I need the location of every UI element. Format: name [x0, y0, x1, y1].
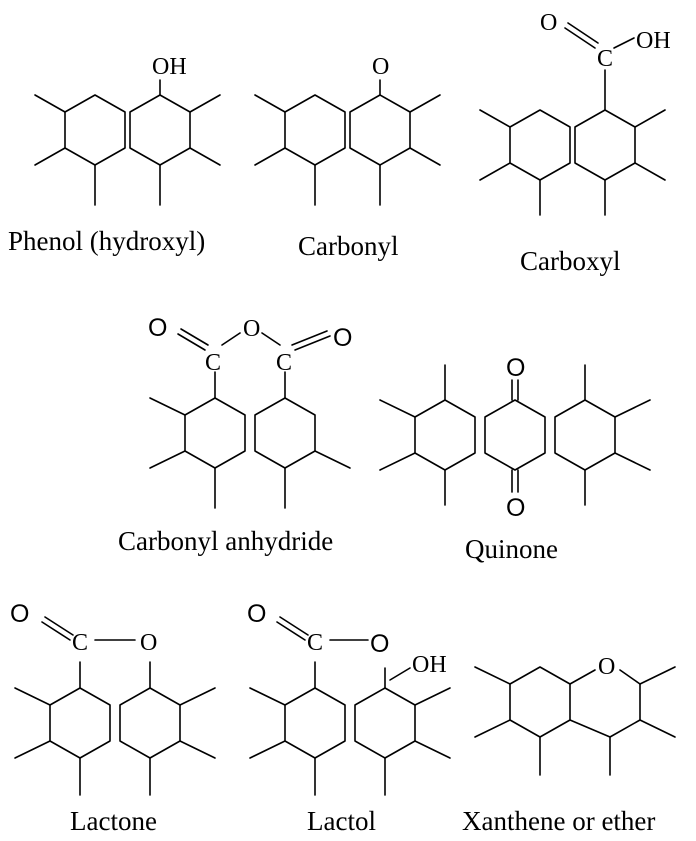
structure-quinone: O O Quinone: [379, 354, 651, 564]
structure-lactol: O C O OH Lactol: [247, 600, 451, 836]
atom-c: C: [307, 630, 323, 656]
atom-o: O: [247, 600, 266, 628]
substituent-bonds: [34, 79, 221, 206]
ring-left: [284, 94, 346, 166]
atom-c: C: [597, 46, 613, 72]
ring-right: [554, 399, 616, 471]
ring-left: [509, 109, 571, 181]
ring-right: [569, 669, 641, 738]
structure-carbonyl: O Carbonyl: [254, 54, 441, 261]
caption-lactol: Lactol: [307, 806, 376, 836]
structure-carbonyl-anhydride: O C O C O Carbonyl anhydride: [118, 314, 352, 556]
caption-carbonyl-anhydride: Carbonyl anhydride: [118, 526, 333, 556]
atom-oh: OH: [412, 652, 447, 678]
ring-right: [354, 687, 416, 759]
ring-right: [349, 94, 411, 166]
atom-c: C: [72, 630, 88, 656]
caption-xanthene: Xanthene or ether: [462, 806, 655, 836]
atom-o: O: [506, 354, 525, 382]
atom-o: O: [506, 494, 525, 522]
caption-lactone: Lactone: [70, 806, 157, 836]
atom-o: O: [10, 600, 29, 628]
atom-o: O: [333, 324, 352, 352]
ring-left: [414, 399, 476, 471]
atom-oh: OH: [152, 54, 187, 80]
ring-left: [284, 687, 346, 759]
atom-o: O: [540, 10, 557, 36]
structure-xanthene: O Xanthene or ether: [462, 654, 676, 836]
atom-c: C: [276, 350, 292, 376]
caption-phenol: Phenol (hydroxyl): [8, 226, 205, 256]
atom-o: O: [370, 630, 389, 658]
caption-carbonyl: Carbonyl: [298, 231, 399, 261]
substituent-bonds: [149, 328, 351, 509]
caption-carboxyl: Carboxyl: [520, 246, 621, 276]
ring-right: [119, 687, 181, 759]
ring-left: [64, 94, 126, 166]
caption-quinone: Quinone: [465, 534, 558, 564]
ring-left: [49, 687, 111, 759]
atom-c: C: [205, 350, 221, 376]
atom-o: O: [148, 314, 167, 342]
atom-o: O: [598, 654, 615, 680]
ring-left: [509, 666, 571, 738]
substituent-bonds: [479, 22, 666, 216]
substituent-bonds: [249, 616, 451, 796]
substituent-bonds: [474, 666, 676, 776]
substituent-bonds: [379, 364, 651, 506]
ring-right: [254, 397, 316, 469]
atom-oh: OH: [636, 28, 671, 54]
structure-phenol: OH Phenol (hydroxyl): [8, 54, 221, 256]
structure-carboxyl: O C OH Carboxyl: [479, 10, 671, 276]
ring-right: [129, 94, 191, 166]
substituent-bonds: [254, 79, 441, 206]
ring-right: [574, 109, 636, 181]
structure-lactone: O C O Lactone: [10, 600, 216, 836]
atom-o: O: [372, 54, 389, 80]
ring-middle: [484, 399, 546, 471]
atom-o: O: [243, 316, 260, 342]
atom-o: O: [140, 630, 157, 656]
substituent-bonds: [14, 616, 216, 796]
ring-left: [184, 397, 246, 469]
